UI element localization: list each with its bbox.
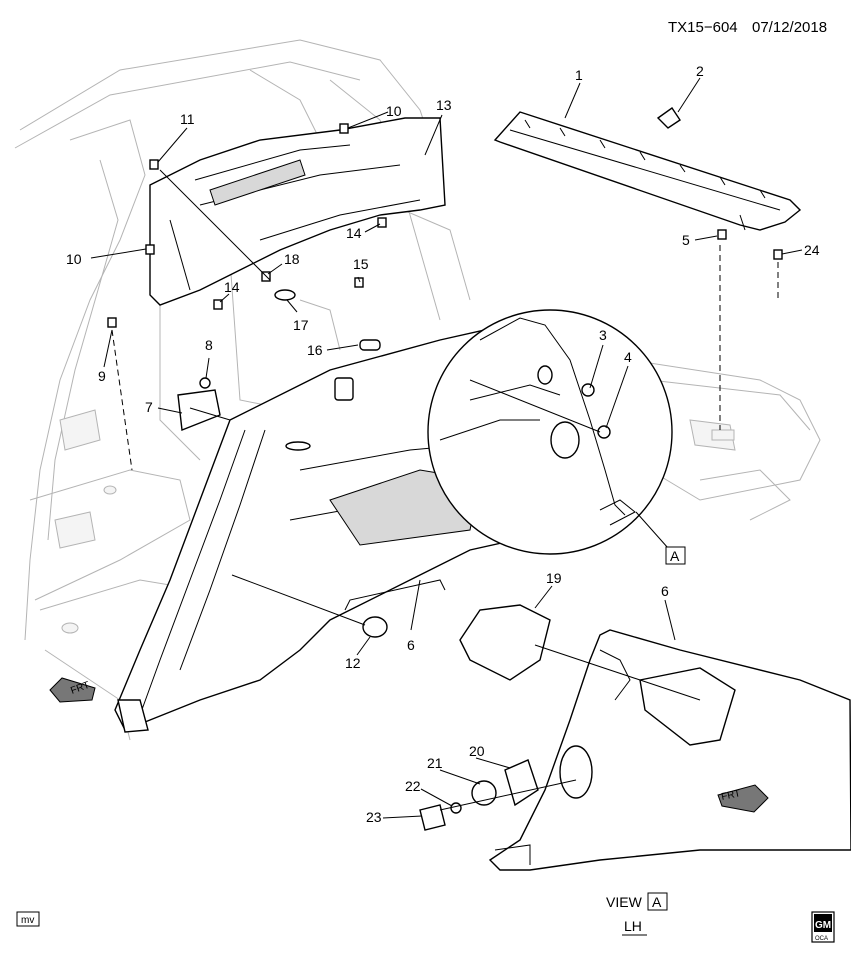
bolt-8 (199, 377, 211, 389)
callout-16: 16 (307, 342, 323, 358)
front-arrow-left: FRT (49, 677, 96, 703)
callout-2: 2 (696, 63, 704, 79)
callout-10a: 10 (386, 103, 402, 119)
view-label: VIEW A LH (606, 892, 668, 936)
clip-9 (107, 317, 117, 328)
view-side: LH (624, 918, 642, 934)
vehicle-body-background (14, 39, 821, 741)
svg-text:A: A (670, 548, 680, 564)
callout-6a: 6 (407, 637, 415, 653)
callout-11: 11 (180, 111, 195, 127)
rear-closeout-panel-1[interactable] (493, 111, 802, 231)
front-arrow-right: FRT (717, 784, 769, 813)
svg-text:GM: GM (815, 920, 831, 931)
svg-text:FRT: FRT (720, 788, 741, 803)
bracket-7 (177, 389, 221, 431)
callout-12: 12 (345, 655, 361, 671)
cover-19 (459, 604, 551, 681)
callout-7: 7 (145, 399, 153, 415)
callout-3: 3 (599, 327, 607, 343)
housing-20 (504, 759, 539, 807)
diagram-code: TX15−604 (668, 19, 738, 36)
gm-logo: GM OCA (811, 911, 835, 943)
clip-10-upper (339, 123, 349, 134)
callout-24: 24 (804, 242, 820, 258)
diagram-date: 07/12/2018 (752, 19, 827, 36)
view-label-ref: A (652, 894, 662, 910)
footer-tag: mv (16, 911, 40, 927)
fasteners (107, 123, 783, 638)
plug-12 (362, 616, 388, 638)
ring-21 (471, 780, 497, 806)
callout-9: 9 (98, 368, 106, 384)
callout-1: 1 (575, 67, 583, 83)
callout-10b: 10 (66, 251, 82, 267)
cap-23 (419, 804, 446, 831)
cover-17 (274, 289, 296, 301)
svg-text:mv: mv (21, 915, 34, 926)
callout-13: 13 (436, 97, 452, 113)
clip-14-lower (213, 299, 223, 310)
callout-numbers: 1 2 3 4 5 6 6 7 8 9 10 10 11 12 13 14 14… (66, 63, 820, 825)
clip-2[interactable] (656, 107, 681, 129)
detail-view-a-lh (419, 604, 851, 871)
callout-20: 20 (469, 743, 485, 759)
svg-text:OCA: OCA (815, 936, 828, 942)
callout-4: 4 (624, 349, 632, 365)
clip-10-lower (145, 244, 155, 255)
callout-5: 5 (682, 232, 690, 248)
callout-18: 18 (284, 251, 300, 267)
cap-16 (359, 339, 381, 351)
callout-17: 17 (293, 317, 309, 333)
detail-view-a-circle (427, 309, 673, 555)
clip-15 (354, 277, 364, 288)
clip-11 (149, 159, 159, 170)
leader-lines (90, 77, 803, 819)
callout-23: 23 (366, 809, 382, 825)
callout-14a: 14 (346, 225, 362, 241)
callout-21: 21 (427, 755, 443, 771)
view-label-text: VIEW (606, 894, 643, 910)
callout-15: 15 (353, 256, 369, 272)
clip-14-upper (377, 217, 387, 228)
detail-reference-a: A (665, 546, 686, 565)
callout-14b: 14 (224, 279, 240, 295)
callout-6b: 6 (661, 583, 669, 599)
screw-22 (450, 802, 462, 814)
retainer-5 (717, 229, 727, 240)
header: TX15−604 07/12/2018 (668, 19, 827, 36)
guide-lines (111, 169, 779, 811)
upper-trim-panel-13[interactable] (149, 117, 446, 306)
callout-22: 22 (405, 778, 421, 794)
callout-19: 19 (546, 570, 562, 586)
callout-8: 8 (205, 337, 213, 353)
retainer-24 (773, 249, 783, 260)
